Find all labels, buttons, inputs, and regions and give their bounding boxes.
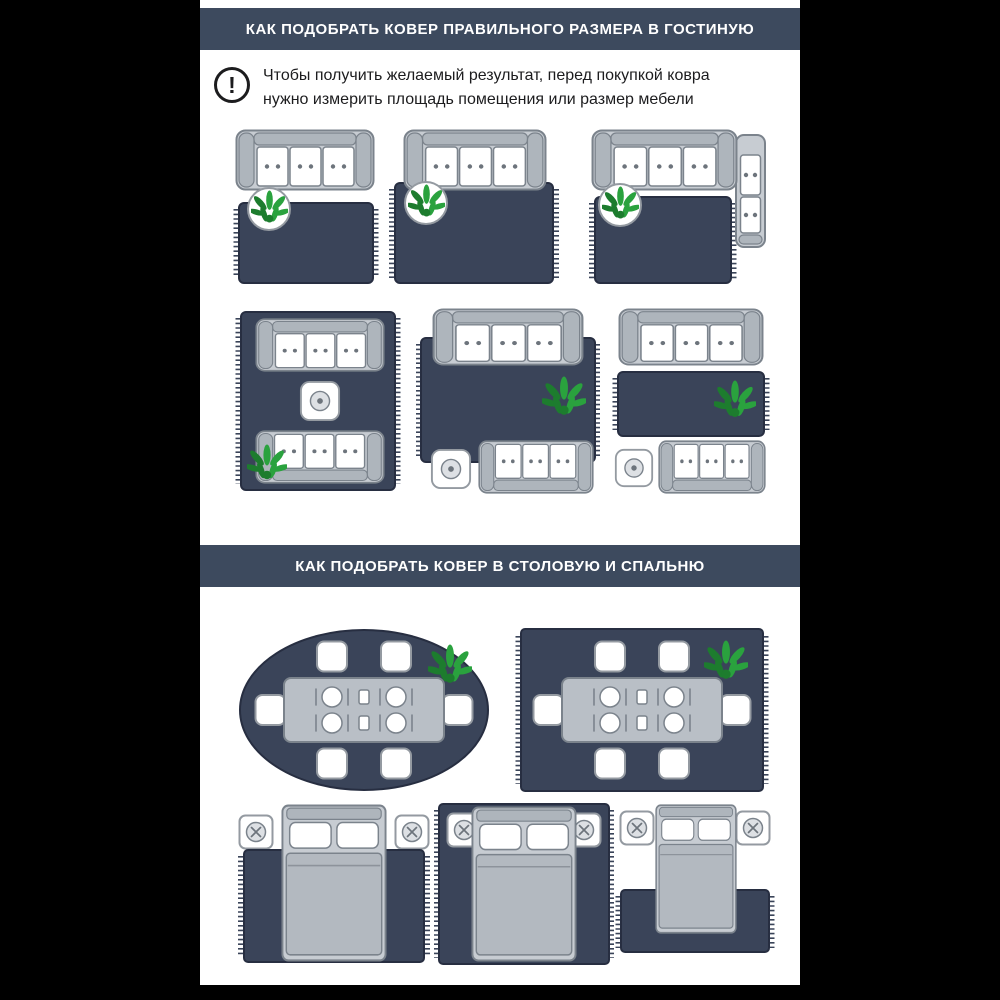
living-layout-4-all-on-square-rug <box>235 311 401 491</box>
sofa-icon <box>658 440 766 494</box>
living-layout-1-rug-in-front <box>233 129 379 284</box>
coffee-table <box>299 380 341 422</box>
chaise-armrest <box>738 234 763 245</box>
bedroom-layout-3-rug-at-foot <box>615 804 775 953</box>
living-layout-2-front-legs-on-rug <box>389 129 559 284</box>
dining-bedroom-section-title: КАК ПОДОБРАТЬ КОВЕР В СТОЛОВУЮ И СПАЛЬНЮ <box>295 557 705 575</box>
nightstand-icon <box>735 810 771 846</box>
sofa-icon <box>255 318 385 372</box>
sofa-flipped <box>478 440 594 494</box>
living-layout-3-corner-sofa <box>589 129 766 284</box>
side-table <box>430 448 472 490</box>
bed-icon <box>655 804 737 934</box>
living-section-title: КАК ПОДОБРАТЬ КОВЕР ПРАВИЛЬНОГО РАЗМЕРА … <box>245 20 755 38</box>
chaise-cushion <box>739 196 762 234</box>
bed-icon <box>471 806 577 962</box>
nightstand-icon <box>394 814 430 850</box>
dining-bedroom-section-header: КАК ПОДОБРАТЬ КОВЕР В СТОЛОВУЮ И СПАЛЬНЮ <box>200 545 800 587</box>
nightstand-icon <box>619 810 655 846</box>
nightstand-icon <box>238 814 274 850</box>
side-table <box>614 448 654 488</box>
rug <box>617 371 765 437</box>
sofa-icon <box>403 129 547 191</box>
sofa-icon <box>478 440 594 494</box>
sofa-icon <box>432 308 584 366</box>
sofa-flipped <box>658 440 766 494</box>
measure-note: ! Чтобы получить желаемый результат, пер… <box>214 64 784 112</box>
bed-icon <box>281 804 387 962</box>
bedroom-layout-2-all-on-rug <box>434 803 614 965</box>
living-layout-5-large-rug <box>416 308 600 494</box>
bedroom-layout-1-rug-below-nightstands <box>238 804 430 963</box>
sofa-icon <box>235 129 375 191</box>
chaise-cushion <box>739 154 762 196</box>
dining-layout-rect-rug <box>515 628 769 792</box>
sofa-icon <box>591 129 738 191</box>
measure-note-text: Чтобы получить желаемый результат, перед… <box>263 67 710 108</box>
sofa-icon <box>618 308 764 366</box>
living-section-header: КАК ПОДОБРАТЬ КОВЕР ПРАВИЛЬНОГО РАЗМЕРА … <box>200 8 800 50</box>
infographic-content: КАК ПОДОБРАТЬ КОВЕР ПРАВИЛЬНОГО РАЗМЕРА … <box>200 0 800 985</box>
warning-icon: ! <box>214 67 250 103</box>
dining-layout-oval-rug <box>239 629 489 791</box>
living-layout-6-small-rug-between <box>612 308 770 494</box>
